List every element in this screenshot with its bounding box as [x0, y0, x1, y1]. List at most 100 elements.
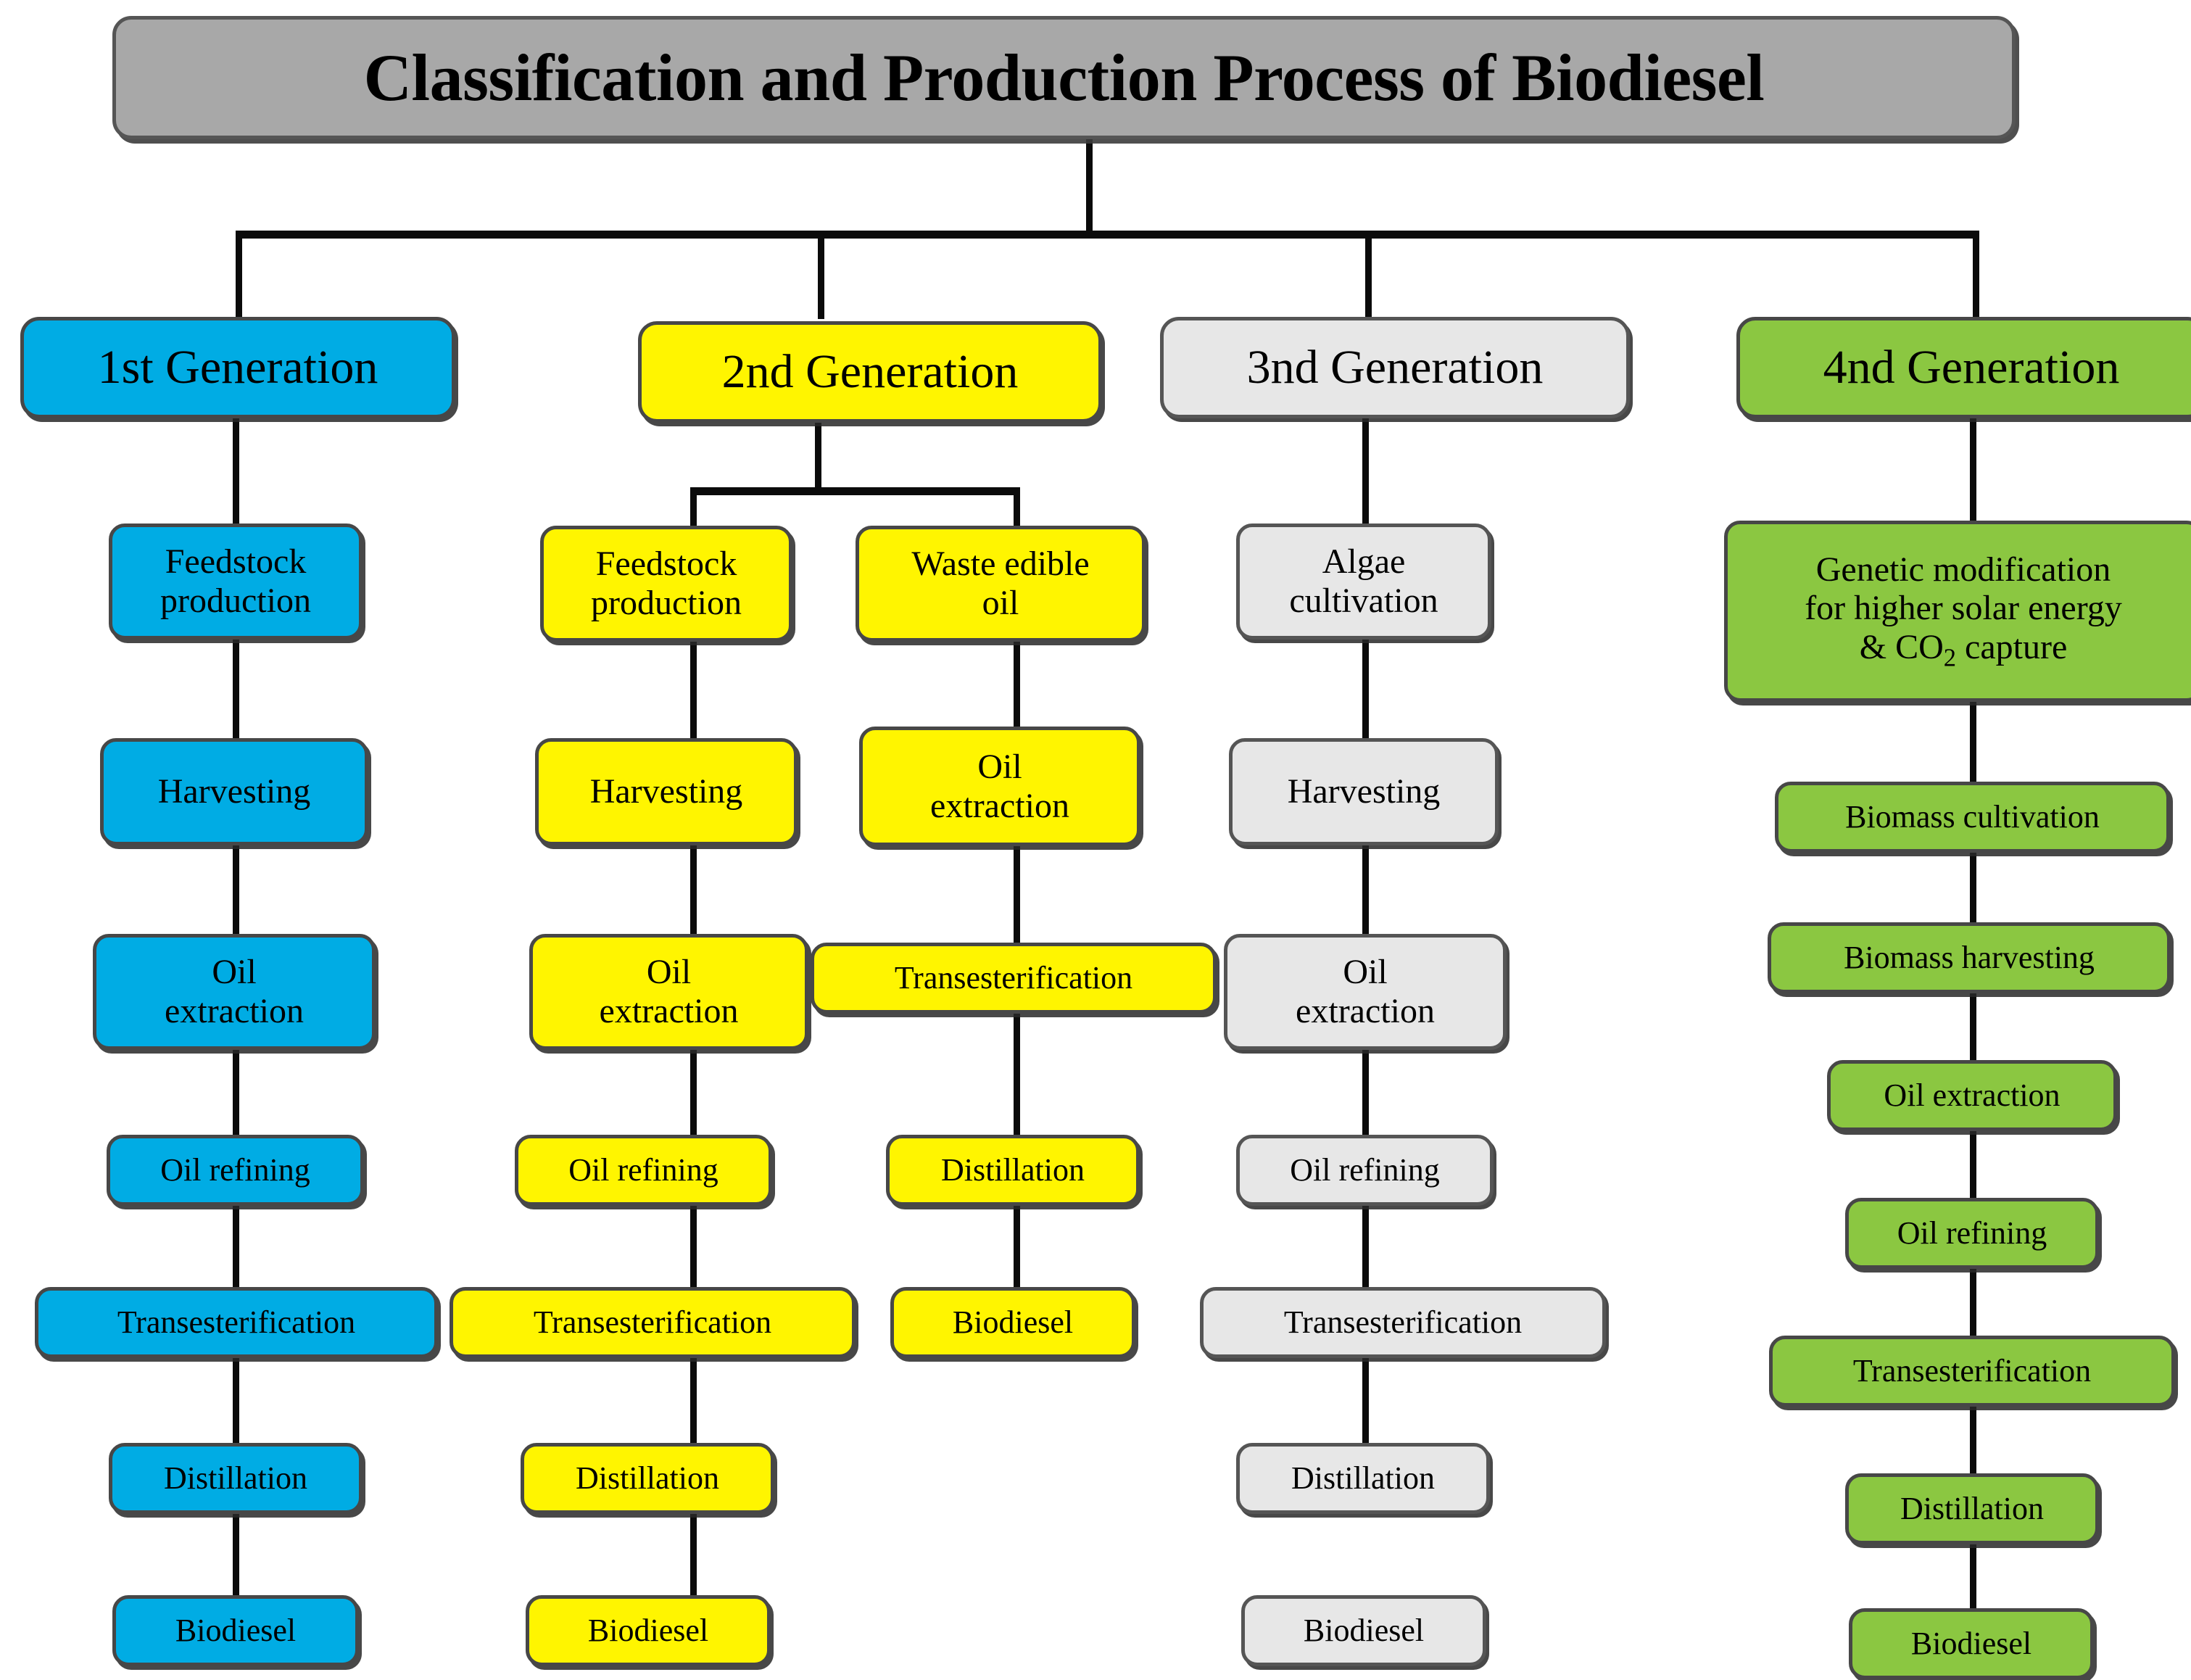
- connector-gen4-6: [1970, 1405, 1976, 1478]
- connector-gen3-0: [1362, 418, 1369, 527]
- connector-gen4-0: [1970, 418, 1976, 524]
- step-line: Oil extraction: [1884, 1077, 2060, 1114]
- connector-gen1-1: [233, 638, 239, 748]
- gen4-step-biomass-harvesting[interactable]: Biomass harvesting: [1768, 922, 2171, 993]
- gen1-step-oil-refining[interactable]: Oil refining: [107, 1135, 364, 1206]
- connector-drop-gen1: [236, 231, 242, 319]
- step-line: Oil: [646, 953, 692, 992]
- step-line: Distillation: [1291, 1460, 1435, 1497]
- gen3-step-distillation[interactable]: Distillation: [1236, 1443, 1490, 1514]
- connector-gen4-1: [1970, 700, 1976, 787]
- connector-gen3-3: [1362, 1048, 1369, 1143]
- step-line: Harvesting: [157, 772, 311, 811]
- connector-gen3-2: [1362, 844, 1369, 942]
- gen4-step-biomass-cultivation[interactable]: Biomass cultivation: [1775, 782, 2170, 853]
- gen3-step-harvesting[interactable]: Harvesting: [1229, 738, 1499, 845]
- gen2-header[interactable]: 2nd Generation: [638, 321, 1102, 423]
- step-line: Biodiesel: [1303, 1613, 1425, 1649]
- step-line: Biomass cultivation: [1845, 799, 2100, 835]
- gen2a-step-feedstock-production[interactable]: Feedstock production: [540, 526, 792, 642]
- connector-gen2-drop-b: [1014, 487, 1020, 531]
- step-line: Oil: [977, 747, 1022, 786]
- step-line: Transesterification: [1852, 1353, 2092, 1389]
- connector-gen2b-2: [1014, 845, 1020, 946]
- connector-gen4-4: [1970, 1130, 1976, 1202]
- gen2b-step-oil-extraction[interactable]: Oil extraction: [859, 727, 1140, 846]
- gen4-step-oil-refining[interactable]: Oil refining: [1845, 1198, 2099, 1269]
- connector-gen4-5: [1970, 1267, 1976, 1340]
- step-line-co2: & CO2 capture: [1860, 628, 2068, 672]
- gen3-step-algae-cultivation[interactable]: Algae cultivation: [1236, 524, 1491, 640]
- connector-gen4-2: [1970, 850, 1976, 926]
- gen1-header[interactable]: 1st Generation: [20, 317, 455, 418]
- gen1-step-transesterification[interactable]: Transesterification: [35, 1287, 438, 1358]
- co2-subscript: 2: [1943, 644, 1957, 672]
- step-line: for higher solar energy: [1805, 589, 2122, 628]
- connector-gen3-1: [1362, 638, 1369, 748]
- gen3-header-label: 3nd Generation: [1246, 341, 1544, 394]
- gen4-step-genetic-modification[interactable]: Genetic modification for higher solar en…: [1724, 521, 2191, 702]
- connector-gen2-drop-a: [690, 487, 697, 531]
- co2-prefix: & CO: [1859, 628, 1944, 667]
- connector-gen2a-3: [690, 1048, 697, 1143]
- step-line: cultivation: [1289, 582, 1438, 620]
- gen4-step-oil-extraction[interactable]: Oil extraction: [1827, 1060, 2117, 1131]
- connector-gen2b-4: [1014, 1204, 1020, 1294]
- gen4-step-transesterification[interactable]: Transesterification: [1769, 1336, 2175, 1407]
- gen1-step-oil-extraction[interactable]: Oil extraction: [93, 934, 376, 1050]
- step-line: Genetic modification: [1815, 550, 2111, 589]
- gen3-step-oil-refining[interactable]: Oil refining: [1236, 1135, 1494, 1206]
- connector-gen1-6: [233, 1512, 239, 1602]
- connector-gen1-3: [233, 1048, 239, 1143]
- gen1-step-biodiesel[interactable]: Biodiesel: [112, 1595, 359, 1666]
- step-line: Feedstock: [595, 545, 737, 584]
- gen1-step-feedstock-production[interactable]: Feedstock production: [109, 524, 363, 640]
- gen2b-step-distillation[interactable]: Distillation: [886, 1135, 1140, 1206]
- step-line: Waste edible: [911, 545, 1090, 584]
- connector-gen2a-5: [690, 1356, 697, 1449]
- gen2b-step-waste-edible-oil[interactable]: Waste edible oil: [856, 526, 1146, 642]
- step-line: Harvesting: [1287, 772, 1441, 811]
- step-line: production: [591, 584, 742, 622]
- connector-gen2a-1: [690, 640, 697, 749]
- connector-drop-gen3: [1365, 231, 1372, 319]
- step-line: extraction: [1296, 992, 1435, 1030]
- gen1-header-label: 1st Generation: [97, 341, 378, 394]
- gen4-step-biodiesel[interactable]: Biodiesel: [1849, 1608, 2094, 1679]
- step-line: Distillation: [1900, 1491, 2044, 1527]
- step-line: Biomass harvesting: [1844, 940, 2095, 976]
- gen1-step-harvesting[interactable]: Harvesting: [100, 738, 368, 845]
- step-line: extraction: [599, 992, 739, 1030]
- gen2a-step-distillation[interactable]: Distillation: [521, 1443, 774, 1514]
- connector-gen2a-4: [690, 1204, 697, 1294]
- page-title: Classification and Production Process of…: [363, 41, 1765, 115]
- connector-gen4-7: [1970, 1543, 1976, 1612]
- gen2b-step-biodiesel[interactable]: Biodiesel: [890, 1287, 1135, 1358]
- connector-drop-gen4: [1973, 231, 1979, 319]
- step-line: oil: [982, 584, 1019, 622]
- connector-gen3-5: [1362, 1356, 1369, 1449]
- gen2a-step-oil-extraction[interactable]: Oil extraction: [529, 934, 808, 1050]
- connector-gen3-4: [1362, 1204, 1369, 1294]
- gen4-header[interactable]: 4nd Generation: [1736, 317, 2191, 418]
- gen3-step-oil-extraction[interactable]: Oil extraction: [1224, 934, 1507, 1050]
- gen4-step-distillation[interactable]: Distillation: [1845, 1473, 2099, 1544]
- gen2b-step-transesterification[interactable]: Transesterification: [811, 943, 1217, 1014]
- step-line: Transesterification: [1283, 1304, 1523, 1341]
- connector-gen1-2: [233, 844, 239, 942]
- gen2a-step-transesterification[interactable]: Transesterification: [450, 1287, 856, 1358]
- step-line: Feedstock: [165, 542, 307, 582]
- step-line: Oil refining: [1897, 1215, 2047, 1251]
- gen3-header[interactable]: 3nd Generation: [1160, 317, 1630, 418]
- connector-drop-gen2: [818, 231, 824, 319]
- gen2a-step-oil-refining[interactable]: Oil refining: [515, 1135, 772, 1206]
- gen2a-step-biodiesel[interactable]: Biodiesel: [526, 1595, 771, 1666]
- gen3-step-transesterification[interactable]: Transesterification: [1200, 1287, 1606, 1358]
- connector-gen1-0: [233, 418, 239, 527]
- gen3-step-biodiesel[interactable]: Biodiesel: [1241, 1595, 1486, 1666]
- gen1-step-distillation[interactable]: Distillation: [109, 1443, 363, 1514]
- gen2a-step-harvesting[interactable]: Harvesting: [535, 738, 798, 845]
- step-line: Oil refining: [1290, 1152, 1440, 1188]
- gen4-header-label: 4nd Generation: [1823, 341, 2120, 394]
